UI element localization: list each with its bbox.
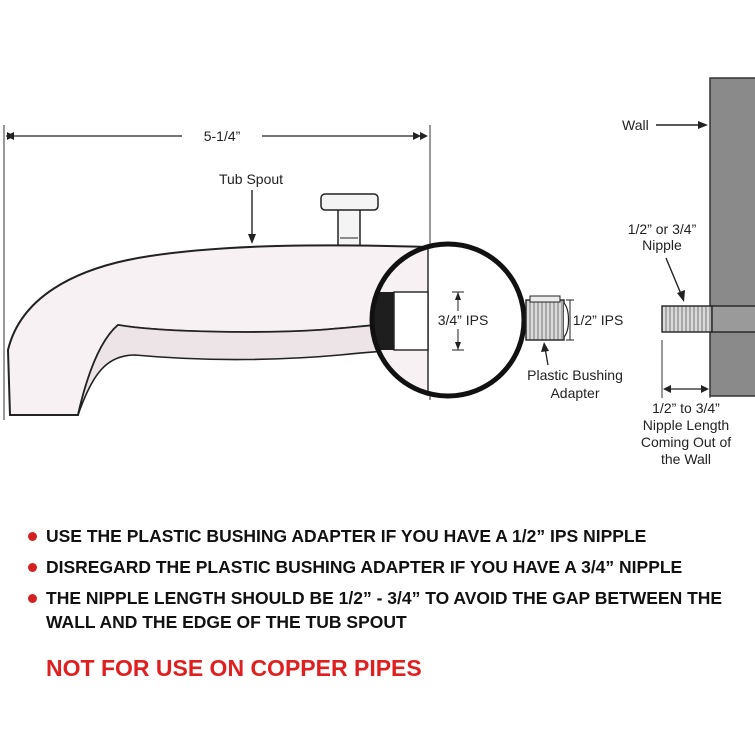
wall-label: Wall [622,117,649,133]
tub-spout-arrow [248,234,256,244]
nipple-length-label-line-1: 1/2” to 3/4” [652,400,720,416]
adapter-ips-label: 1/2” IPS [573,312,624,328]
nipple-label-line-1: 1/2” or 3/4” [628,221,697,237]
tub-spout-diagram: 5-1/4” [3,77,755,467]
nipple-length-label-line-3: Coming Out of [641,434,731,450]
note-text: DISREGARD THE PLASTIC BUSHING ADAPTER IF… [46,557,683,577]
tub-spout-callout: Tub Spout [219,171,283,244]
note-text: THE NIPPLE LENGTH SHOULD BE 1/2” - 3/4” … [46,588,723,632]
note-item: DISREGARD THE PLASTIC BUSHING ADAPTER IF… [28,555,740,579]
nipple-length-label-line-4: the Wall [661,451,711,467]
note-item: USE THE PLASTIC BUSHING ADAPTER IF YOU H… [28,524,740,548]
adapter-label-line-2: Adapter [550,385,599,401]
spout-ips-label: 3/4” IPS [438,312,489,328]
wall-arrow [698,121,708,129]
note-text: USE THE PLASTIC BUSHING ADAPTER IF YOU H… [46,526,647,546]
magnified-connection-view: 3/4” IPS [369,241,527,399]
width-dimension: 5-1/4” [3,125,431,420]
nipple-label-line-2: Nipple [642,237,682,253]
diverter-knob [320,193,379,248]
nipple-threads [661,305,713,333]
plastic-bushing-adapter: 1/2” IPS Plastic Bushing Adapter [525,295,624,401]
spout-inlet-opening [393,291,429,351]
tub-spout-label: Tub Spout [219,171,283,187]
note-item: THE NIPPLE LENGTH SHOULD BE 1/2” - 3/4” … [28,586,740,634]
adapter-label-line-1: Plastic Bushing [527,367,623,383]
wall-section [709,77,755,397]
wall: Wall [622,77,755,397]
dimension-label: 5-1/4” [204,128,241,144]
bullet-icon [28,532,37,541]
spout-thread-section [372,292,394,350]
nipple-length-dimension: 1/2” to 3/4” Nipple Length Coming Out of… [641,340,731,467]
nipple-length-label-line-2: Nipple Length [643,417,729,433]
installation-notes: USE THE PLASTIC BUSHING ADAPTER IF YOU H… [28,524,740,641]
bullet-icon [28,594,37,603]
nipple-pipe: 1/2” or 3/4” Nipple [628,221,755,333]
bullet-icon [28,563,37,572]
nipple-arrow [677,290,685,302]
adapter-arrow [541,342,549,352]
tub-spout-body [6,244,429,416]
copper-pipe-warning: NOT FOR USE ON COPPER PIPES [46,655,422,681]
